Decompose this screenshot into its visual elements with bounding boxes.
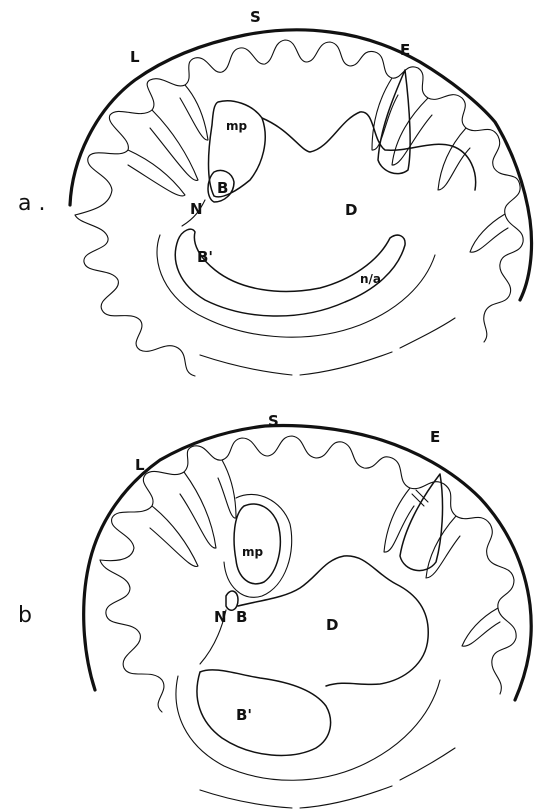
panel-a-sulcus-7 xyxy=(470,214,508,252)
panel-a-label-S: S xyxy=(250,8,261,26)
panel-a-sulcus-2 xyxy=(150,110,198,180)
panel-a-sulcus-5 xyxy=(392,98,432,165)
panel-b-e-region xyxy=(400,474,443,571)
panel-b-label: b xyxy=(18,603,32,628)
panel-a-sulcus-4 xyxy=(372,78,398,150)
panel-a-label-mp: mp xyxy=(226,119,248,133)
panel-b-b-prime-region xyxy=(197,670,331,756)
panel-b: b L S E mp B N D B' xyxy=(18,412,531,808)
panel-b-sulcus-6 xyxy=(462,608,500,646)
panel-a-label-D: D xyxy=(345,201,357,219)
panel-b-label-mp: mp xyxy=(242,545,264,559)
panel-b-label-D: D xyxy=(326,616,338,634)
panel-b-bottom-boundary xyxy=(200,748,455,808)
panel-b-sulcus-3 xyxy=(218,460,236,518)
panel-a-sulcus-1 xyxy=(128,150,185,196)
panel-a-label: a . xyxy=(18,191,45,216)
panel-a-label-L: L xyxy=(130,48,140,66)
panel-b-outer-rim xyxy=(84,426,532,701)
panel-a-bottom-boundary xyxy=(200,318,455,375)
panel-a-label-B: B xyxy=(217,179,228,197)
panel-a: a . L S E mp B N D B' n/a xyxy=(18,8,532,376)
panel-a-left-folds xyxy=(75,215,195,376)
panel-a-label-B-prime: B' xyxy=(197,248,213,266)
panel-a-sulcus-3 xyxy=(180,85,208,140)
panel-b-mp-region xyxy=(234,504,280,584)
panel-b-sulcus-5 xyxy=(426,516,460,578)
panel-b-label-B: B xyxy=(236,608,247,626)
panel-a-label-N: N xyxy=(190,200,203,218)
panel-b-label-L: L xyxy=(135,456,145,474)
panel-b-sulcus-1 xyxy=(150,506,198,567)
panel-b-label-S: S xyxy=(268,412,279,430)
panel-a-outer-rim xyxy=(70,30,532,300)
panel-a-label-nia: n/a xyxy=(360,272,381,286)
panel-a-e-sulcus xyxy=(378,70,410,174)
panel-a-d-boundary xyxy=(262,112,476,190)
panel-a-label-E: E xyxy=(400,41,410,59)
panel-b-sulcus-4 xyxy=(384,488,414,552)
panel-b-sulcus-2 xyxy=(180,472,216,548)
panel-b-label-E: E xyxy=(430,428,440,446)
panel-b-label-B-prime: B' xyxy=(236,706,252,724)
panel-b-label-N: N xyxy=(214,608,227,626)
panel-b-left-folds xyxy=(100,560,164,712)
panel-a-sulcus-6 xyxy=(438,128,470,190)
